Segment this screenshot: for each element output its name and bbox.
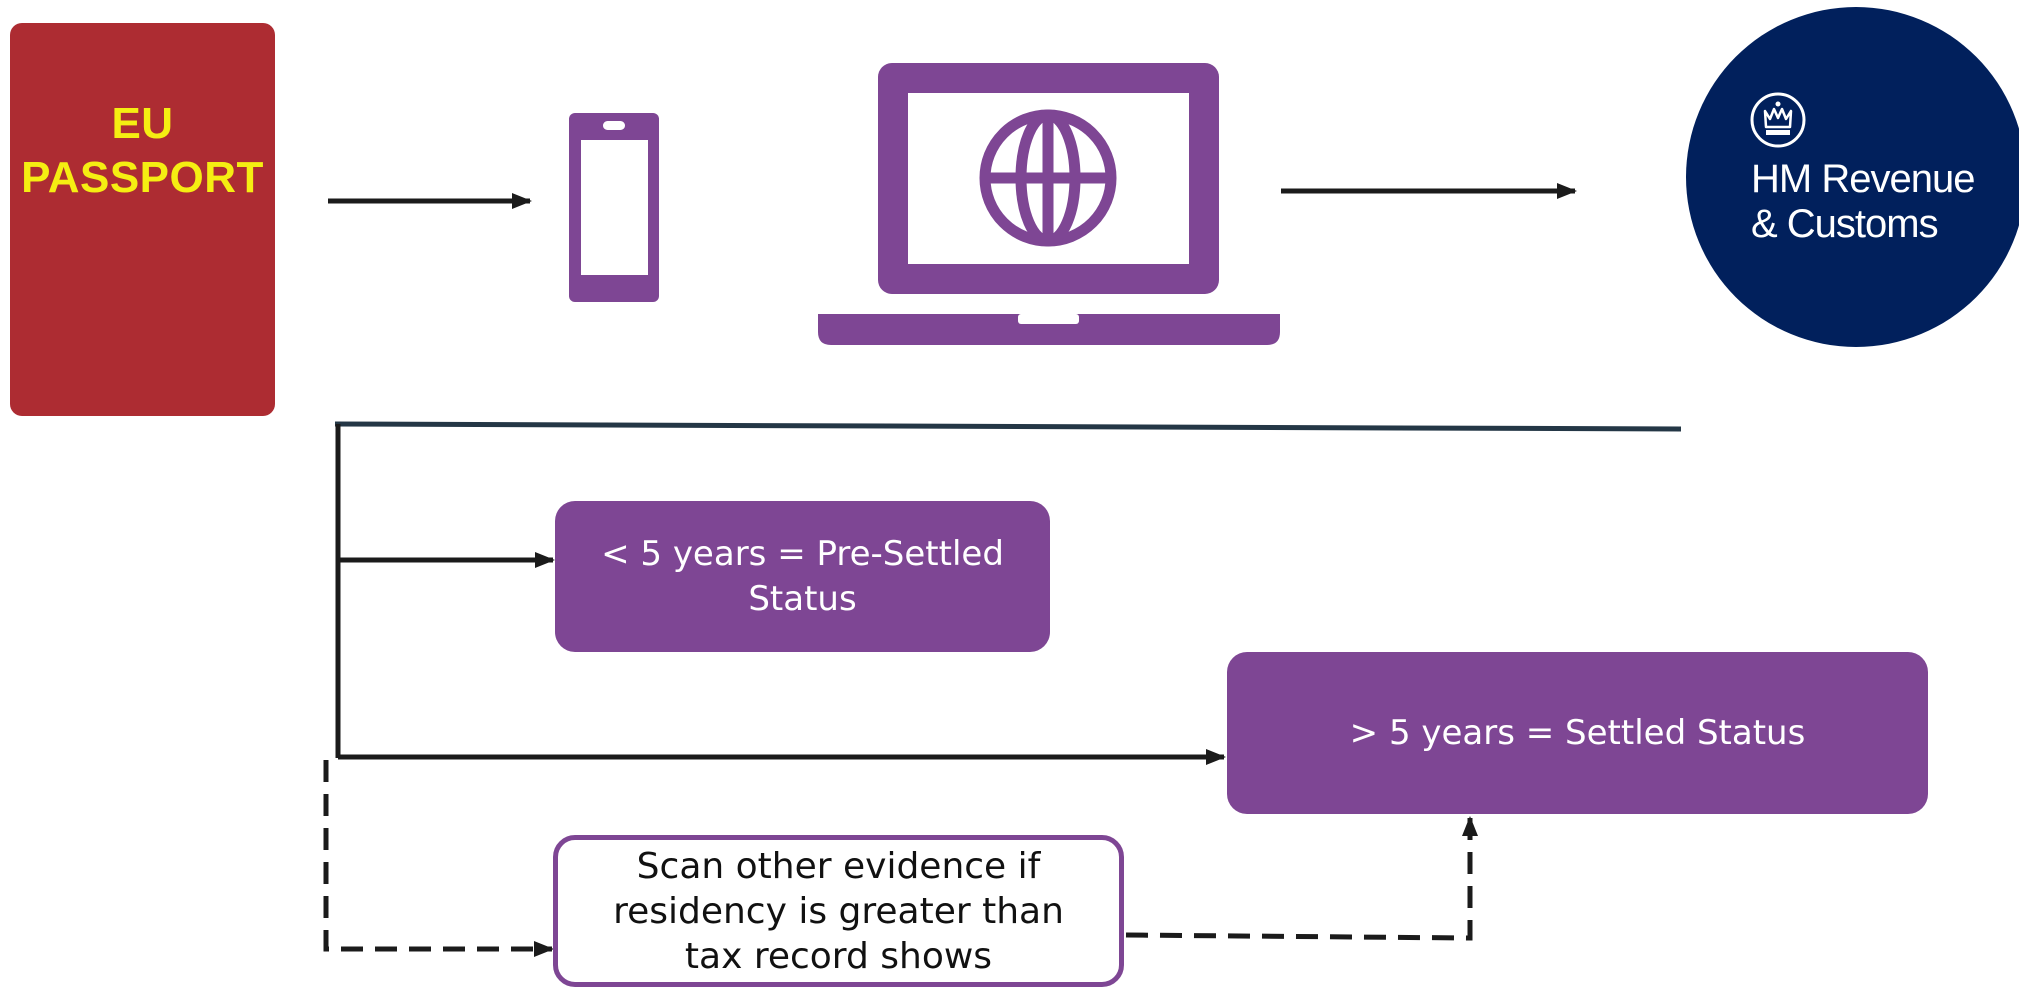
divider-line: [334, 421, 1682, 432]
scan-evidence-box: Scan other evidence if residency is grea…: [553, 835, 1124, 987]
pre-settled-status-box: < 5 years = Pre-Settled Status: [555, 501, 1050, 652]
hmrc-name-line1: HM Revenue: [1751, 157, 1975, 201]
dashed-arrow-to-scan-evidence: [323, 760, 554, 957]
hmrc-name-line2: & Customs: [1751, 202, 1939, 246]
scan-evidence-label: Scan other evidence if residency is grea…: [613, 845, 1064, 977]
eu-passport: EU PASSPORT: [10, 23, 275, 416]
dashed-arrow-scan-to-settled: [1125, 816, 1478, 941]
settled-status-box: > 5 years = Settled Status: [1227, 652, 1928, 814]
passport-title: EU PASSPORT: [21, 97, 264, 416]
passport-title-line2: PASSPORT: [21, 153, 264, 202]
settled-status-label: > 5 years = Settled Status: [1349, 713, 1806, 753]
laptop-globe-icon: [818, 63, 1280, 345]
hmrc-logo: HM Revenue & Customs: [1686, 7, 2019, 347]
passport-title-line1: EU: [111, 99, 174, 148]
smartphone-icon: [569, 113, 659, 302]
pre-settled-status-label: < 5 years = Pre-Settled Status: [601, 533, 1004, 619]
crown-icon: [1750, 92, 1806, 148]
